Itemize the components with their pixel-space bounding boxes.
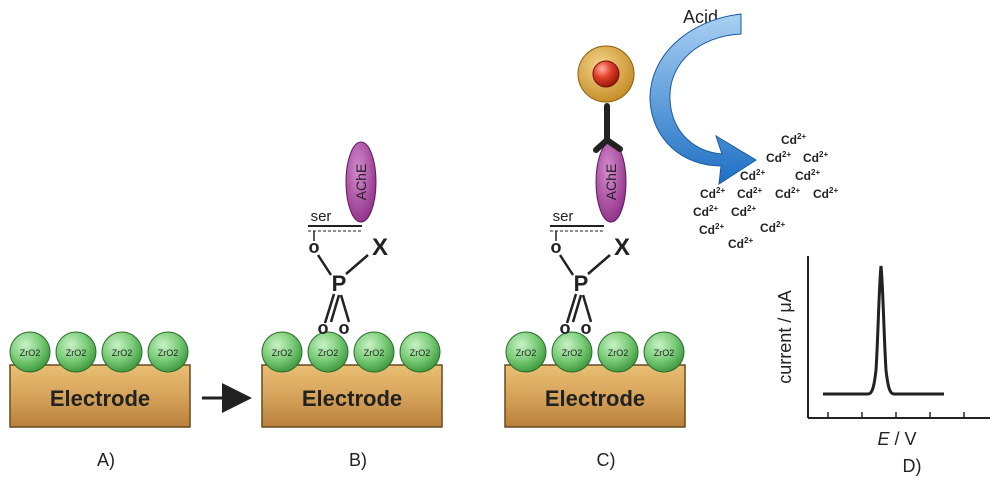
svg-text:ZrO2: ZrO2 bbox=[364, 348, 385, 358]
cd-ion: Cd2+ bbox=[699, 222, 724, 237]
cd-ion: Cd2+ bbox=[775, 186, 800, 201]
zro2-particle: ZrO2 bbox=[399, 331, 441, 373]
svg-text:ZrO2: ZrO2 bbox=[410, 348, 431, 358]
zro2-particle: ZrO2 bbox=[55, 331, 97, 373]
panel-label-d: D) bbox=[903, 456, 922, 476]
svg-text:ZrO2: ZrO2 bbox=[608, 348, 629, 358]
electrode-a bbox=[9, 364, 191, 428]
voltammogram-curve bbox=[823, 265, 944, 396]
svg-text:ZrO2: ZrO2 bbox=[272, 348, 293, 358]
acid-release: Acid bbox=[649, 7, 757, 185]
zro2-particle: ZrO2 bbox=[505, 331, 547, 373]
zro2-particle: ZrO2 bbox=[261, 331, 303, 373]
oxygen-c: o bbox=[551, 237, 562, 257]
electrode-b bbox=[261, 364, 443, 428]
svg-text:ZrO2: ZrO2 bbox=[66, 348, 87, 358]
svg-text:ZrO2: ZrO2 bbox=[158, 348, 179, 358]
zro2-particle: ZrO2 bbox=[353, 331, 395, 373]
oxygen-b: o bbox=[339, 318, 350, 338]
cd-ion: Cd2+ bbox=[760, 220, 785, 235]
panel-b: Electrode ZrO2 ZrO2 ZrO2 ZrO2 P X o o o … bbox=[261, 141, 443, 470]
svg-text:ZrO2: ZrO2 bbox=[112, 348, 133, 358]
antibody bbox=[593, 103, 623, 153]
oxygen-c: o bbox=[581, 318, 592, 338]
svg-text:ZrO2: ZrO2 bbox=[20, 348, 41, 358]
cd-ion: Cd2+ bbox=[781, 132, 806, 147]
serine-label-b: ser bbox=[311, 208, 332, 225]
cd-ion: Cd2+ bbox=[737, 186, 762, 201]
cd-ion: Cd2+ bbox=[795, 168, 820, 183]
panel-label-c: C) bbox=[597, 450, 616, 470]
svg-text:ZrO2: ZrO2 bbox=[654, 348, 675, 358]
cd-ion: Cd2+ bbox=[731, 204, 756, 219]
panel-label-b: B) bbox=[349, 450, 367, 470]
curved-arrow bbox=[649, 13, 757, 185]
zro2-particle: ZrO2 bbox=[597, 331, 639, 373]
cd-ion: Cd2+ bbox=[740, 168, 765, 183]
zro2-particle: ZrO2 bbox=[643, 331, 685, 373]
svg-text:AChE: AChE bbox=[353, 164, 369, 201]
quantum-dot-label bbox=[577, 45, 635, 103]
organophosphate-b bbox=[316, 254, 369, 324]
ache-enzyme-c: AChE bbox=[595, 141, 627, 223]
cd-ion: Cd2+ bbox=[728, 236, 753, 251]
organophosphate-c bbox=[558, 254, 611, 324]
phosphorus-b: P bbox=[332, 271, 347, 296]
y-axis-label: current / μA bbox=[775, 290, 795, 383]
cd-ion: Cd2+ bbox=[813, 186, 838, 201]
electrode-label-b: Electrode bbox=[302, 386, 402, 411]
oxygen-b: o bbox=[318, 318, 329, 338]
oxygen-c: o bbox=[560, 318, 571, 338]
svg-text:ZrO2: ZrO2 bbox=[562, 348, 583, 358]
zro2-particle: ZrO2 bbox=[551, 331, 593, 373]
phosphorus-c: P bbox=[574, 271, 589, 296]
electrode-label-c: Electrode bbox=[545, 386, 645, 411]
ache-enzyme-b: AChE bbox=[345, 141, 377, 223]
cd-ion: Cd2+ bbox=[803, 150, 828, 165]
panel-a: Electrode ZrO2 ZrO2 ZrO2 ZrO2 A) bbox=[9, 331, 191, 470]
zro2-particle: ZrO2 bbox=[9, 331, 51, 373]
cd-ion: Cd2+ bbox=[766, 150, 791, 165]
cadmium-ions: Cd2+ Cd2+ Cd2+ Cd2+ Cd2+ Cd2+ Cd2+ Cd2+ … bbox=[693, 132, 838, 251]
panel-d: current / μA E / V D) bbox=[775, 256, 990, 476]
oxygen-b: o bbox=[309, 237, 320, 257]
zro2-particle: ZrO2 bbox=[307, 331, 349, 373]
cd-ion: Cd2+ bbox=[700, 186, 725, 201]
svg-text:AChE: AChE bbox=[603, 164, 619, 201]
panel-label-a: A) bbox=[97, 450, 115, 470]
zro2-particle: ZrO2 bbox=[147, 331, 189, 373]
zro2-particle: ZrO2 bbox=[101, 331, 143, 373]
x-axis-ticks bbox=[827, 412, 965, 418]
electrode-label-a: Electrode bbox=[50, 386, 150, 411]
panel-c: Electrode ZrO2 ZrO2 ZrO2 ZrO2 P X o o o … bbox=[504, 45, 686, 470]
electrode-c bbox=[504, 364, 686, 428]
leaving-group-b: X bbox=[372, 234, 388, 261]
cd-ion: Cd2+ bbox=[693, 204, 718, 219]
leaving-group-c: X bbox=[614, 234, 630, 261]
serine-label-c: ser bbox=[553, 208, 574, 225]
x-axis-label: E / V bbox=[877, 429, 916, 449]
svg-text:ZrO2: ZrO2 bbox=[516, 348, 537, 358]
svg-text:ZrO2: ZrO2 bbox=[318, 348, 339, 358]
